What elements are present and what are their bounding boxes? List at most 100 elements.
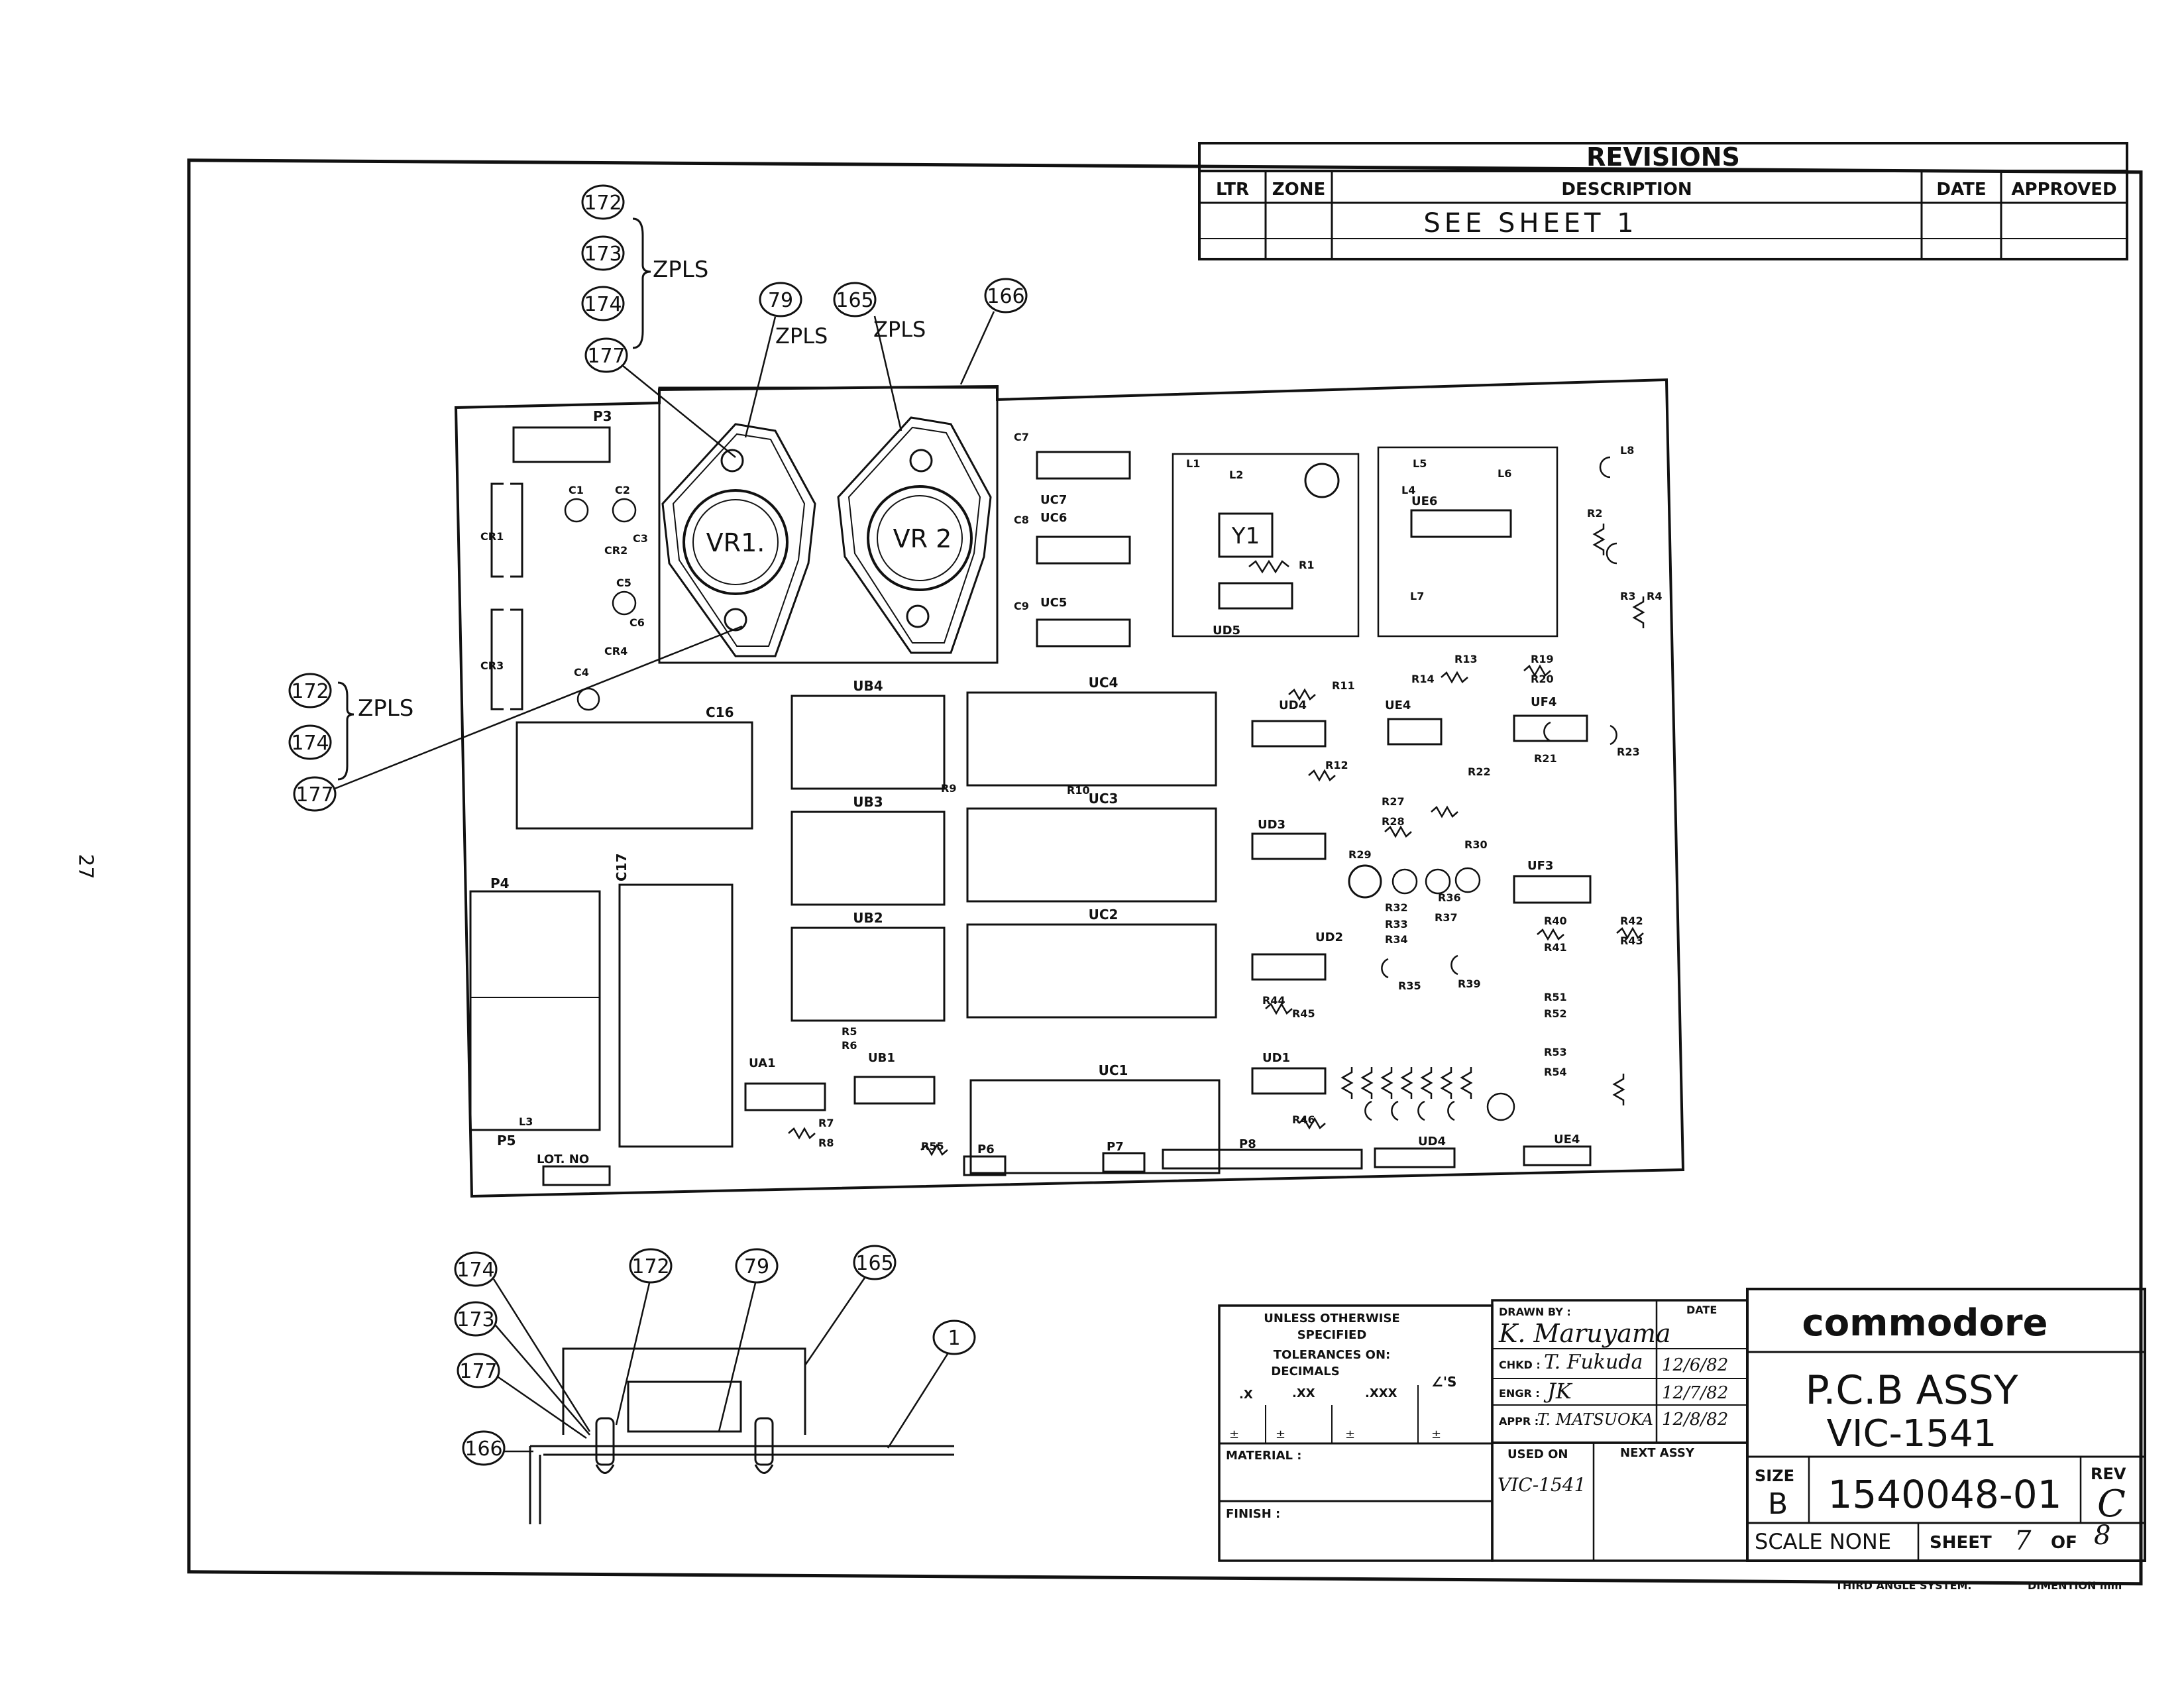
label-ub1: UB1 [868,1051,895,1065]
svg-text:R40: R40 [1544,915,1567,927]
tb-size-value: B [1768,1487,1788,1521]
label-uf4: UF4 [1531,695,1556,709]
svg-text:79: 79 [744,1255,769,1278]
svg-text:166: 166 [464,1437,502,1461]
svg-text:165: 165 [836,289,873,312]
label-uc4: UC4 [1089,675,1119,691]
tb-chkd-name: T. Fukuda [1544,1351,1643,1374]
callout-165: 165 [833,282,877,317]
callout-174-top: 174 [581,286,625,321]
svg-text:177: 177 [296,783,333,807]
svg-text:R13: R13 [1454,653,1478,665]
tb-date-hdr: DATE [1686,1304,1717,1316]
label-ud1: UD1 [1262,1051,1290,1065]
label-ud4: UD4 [1279,699,1307,712]
y1-label: Y1 [1231,523,1260,549]
svg-text:CR4: CR4 [604,645,628,657]
svg-text:R45: R45 [1292,1007,1315,1020]
tb-appr-name: T. MATSUOKA [1537,1410,1653,1429]
rev-col-date: DATE [1936,180,1986,199]
tb-drawing-number: 1540048-01 [1828,1472,2061,1517]
svg-text:C3: C3 [633,532,648,545]
tb-chkd-date: 12/6/82 [1662,1355,1728,1375]
svg-text:172: 172 [631,1255,669,1278]
svg-text:R36: R36 [1438,891,1461,904]
drawing-border [187,158,2143,1586]
label-p4: P6 [977,1143,995,1156]
callout-166: 166 [984,278,1028,313]
top-callouts: 172 173 174 177 ZPLS 79 ZPLS 165 ZPLS 16… [581,184,1028,458]
tb-title-line1: P.C.B ASSY [1806,1367,2018,1414]
label-ue4: UE4 [1385,699,1411,712]
label-p8: UE4 [1554,1133,1580,1147]
svg-text:R5: R5 [842,1025,857,1038]
label-ud2: UD2 [1315,930,1343,944]
tb-specified: SPECIFIED [1297,1328,1367,1342]
svg-text:R28: R28 [1382,815,1405,828]
resistor-symbols [788,524,1645,1156]
svg-text:L2: L2 [1229,469,1243,481]
svg-text:R32: R32 [1385,901,1408,914]
label-ub3: UB3 [853,794,883,810]
svg-text:R39: R39 [1458,978,1481,990]
callout-173-section: 173 [454,1301,498,1337]
svg-text:166: 166 [987,285,1024,308]
tb-pm4: ± [1431,1428,1441,1441]
tb-pm1: ± [1229,1428,1239,1441]
svg-text:1: 1 [948,1327,960,1350]
svg-text:R3: R3 [1620,590,1635,602]
svg-text:R21: R21 [1534,752,1557,765]
svg-text:CR1: CR1 [480,530,504,543]
svg-text:C9: C9 [1014,600,1029,612]
tb-tolerances: TOLERANCES ON: [1274,1348,1391,1362]
svg-text:R53: R53 [1544,1046,1567,1058]
tb-used-on-value: VIC-1541 [1498,1474,1586,1496]
svg-text:C4: C4 [574,666,589,679]
label-uc7: UC7 [1040,493,1067,507]
tb-x3: .XXX [1365,1386,1397,1400]
revisions-table: REVISIONS LTR ZONE DESCRIPTION DATE APPR… [1198,142,2128,260]
callout-177-left: 177 [293,776,337,812]
tb-sheet-total: 8 [2094,1520,2110,1551]
svg-text:C5: C5 [616,577,631,589]
tb-drawn-name: K. Maruyama [1498,1319,1671,1348]
svg-text:177: 177 [459,1360,497,1383]
svg-text:R27: R27 [1382,795,1405,808]
tb-pm2: ± [1276,1428,1285,1441]
svg-text:L1: L1 [1186,457,1200,470]
label-p2: P4 [490,875,510,891]
svg-text:L3: L3 [519,1115,533,1128]
svg-text:CR3: CR3 [480,659,504,672]
tb-engr: ENGR : [1499,1387,1540,1400]
svg-text:L7: L7 [1410,590,1424,602]
callout-172-section: 172 [629,1248,673,1284]
svg-text:L4: L4 [1401,484,1415,496]
svg-text:174: 174 [584,293,622,316]
label-p1: P3 [593,408,612,424]
svg-text:R11: R11 [1332,679,1355,692]
tb-x2: .XX [1292,1386,1315,1400]
callout-166-section: 166 [462,1430,506,1466]
label-c16: C16 [706,704,734,720]
label-uc2: UC2 [1089,907,1119,923]
tb-drawn-by: DRAWN BY : [1499,1306,1571,1318]
tb-rev-value: C [2097,1483,2126,1526]
left-callouts: 172 174 177 ZPLS [288,625,743,812]
svg-text:R9: R9 [941,782,956,795]
zpls-label-79: ZPLS [775,323,828,349]
svg-text:173: 173 [584,243,622,266]
tb-angle: ∠'S [1431,1374,1456,1390]
zpls-label-165: ZPLS [873,317,926,342]
svg-text:CR2: CR2 [604,544,628,557]
rev-col-approved: APPROVED [2011,180,2116,199]
tb-decimals: DECIMALS [1271,1365,1339,1378]
tb-x1: .X [1239,1388,1253,1402]
svg-text:177: 177 [587,345,625,368]
svg-text:R19: R19 [1531,653,1554,665]
rev-col-description: DESCRIPTION [1561,180,1692,199]
svg-text:L5: L5 [1413,457,1427,470]
pcb-board: VR1. VR 2 P3 C16 P4 P5 [454,378,1685,1198]
vr2-label: VR 2 [893,524,952,553]
tb-material: MATERIAL : [1226,1449,1301,1463]
